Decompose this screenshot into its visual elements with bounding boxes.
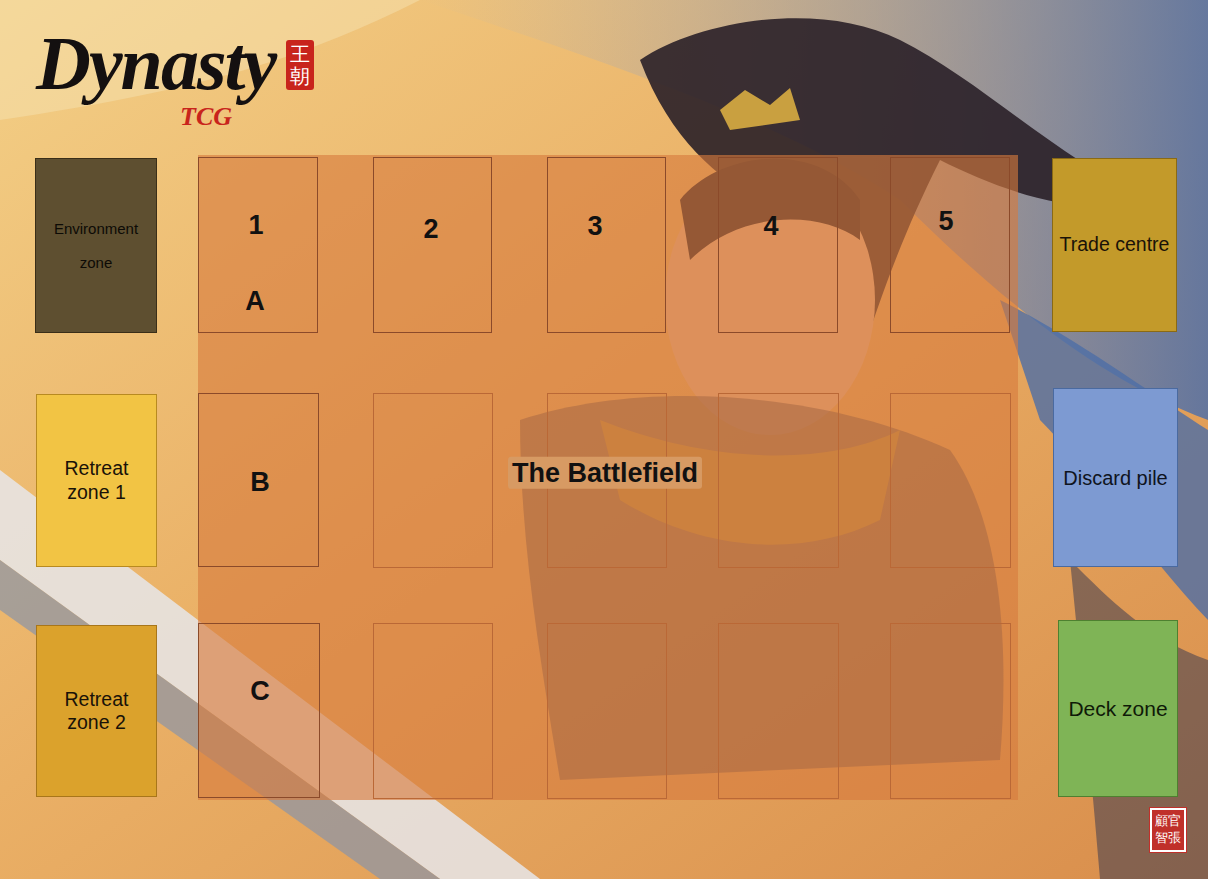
play-zone: Environment zone bbox=[35, 158, 157, 333]
zone-label: Environment zone bbox=[36, 212, 156, 280]
play-zone: Discard pile bbox=[1053, 388, 1178, 567]
battlefield-cell: 2 bbox=[373, 157, 492, 333]
zone-label: Retreat zone 1 bbox=[37, 457, 156, 504]
artist-seal: 顧官智張 bbox=[1150, 808, 1186, 852]
battlefield-area: The Battlefield1A2345BC bbox=[198, 155, 1018, 800]
battlefield-cell: 5 bbox=[890, 157, 1010, 333]
cell-marker: 3 bbox=[587, 210, 602, 242]
cell-marker: B bbox=[250, 466, 270, 498]
cell-marker: 1 bbox=[248, 209, 263, 241]
zone-label: Discard pile bbox=[1057, 466, 1173, 490]
cell-marker: A bbox=[245, 285, 265, 317]
zone-label: The Battlefield bbox=[508, 457, 702, 489]
cell-marker: C bbox=[250, 675, 270, 707]
zone-label: Deck zone bbox=[1062, 696, 1173, 721]
battlefield-cell: C bbox=[198, 623, 320, 798]
play-zone: Retreat zone 2 bbox=[36, 625, 157, 797]
cell-marker: 5 bbox=[938, 205, 953, 237]
zone-label: Retreat zone 2 bbox=[37, 688, 156, 735]
logo-seal: 王朝 bbox=[286, 40, 314, 90]
logo-subtitle: TCG bbox=[180, 104, 232, 130]
cell-marker: 2 bbox=[423, 213, 438, 245]
zone-label: Trade centre bbox=[1054, 233, 1176, 256]
play-zone: Retreat zone 1 bbox=[36, 394, 157, 567]
battlefield-cell: 1A bbox=[198, 157, 318, 333]
play-zone: Trade centre bbox=[1052, 158, 1177, 332]
battlefield-cell: 4 bbox=[718, 157, 838, 333]
battlefield-cell: 3 bbox=[547, 157, 666, 333]
cell-marker: 4 bbox=[763, 210, 778, 242]
play-zone: Deck zone bbox=[1058, 620, 1178, 797]
game-logo: Dynasty bbox=[36, 22, 275, 106]
battlefield-cell: B bbox=[198, 393, 319, 567]
